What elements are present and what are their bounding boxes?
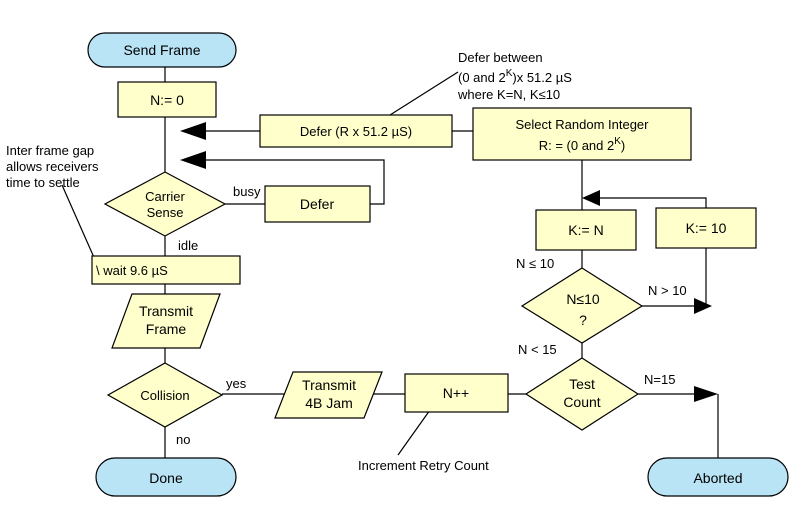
- busy-label: busy: [233, 184, 261, 199]
- n-lt-15-edge-label: N < 15: [518, 342, 557, 357]
- defer-box: Defer: [264, 185, 371, 223]
- transmit-jam-line2: 4B Jam: [305, 395, 352, 411]
- increment-retry-label: Increment Retry Count: [358, 458, 489, 473]
- carrier-sense-decision: Carrier Sense: [103, 171, 227, 237]
- done-terminal: Done: [95, 457, 237, 497]
- defer-between-line2: (0 and 2K)x 51.2 µS: [458, 68, 572, 85]
- n-le-10-line2: ?: [579, 312, 587, 328]
- collision-label: Collision: [140, 388, 189, 403]
- edge-defer-loop: [205, 159, 385, 205]
- leader-interframe: [61, 184, 97, 263]
- defer-r-label: Defer (R x 51.2 µS): [300, 124, 412, 139]
- transmit-frame-line2: Frame: [146, 321, 187, 337]
- k-n-box: K:= N: [535, 209, 637, 251]
- n-init-box: N:= 0: [117, 81, 217, 118]
- edge-k10-to-select: [600, 197, 707, 210]
- carrier-sense-line2: Sense: [147, 205, 184, 220]
- arrowhead-n-eq-15: [694, 386, 718, 402]
- wait-label: \ wait 9.6 µS: [96, 263, 168, 278]
- k-n-label: K:= N: [568, 222, 603, 238]
- interframe-line2: allows receivers: [6, 159, 99, 174]
- send-frame-label: Send Frame: [123, 42, 200, 58]
- test-count-line2: Count: [563, 394, 600, 410]
- defer-between-note: Defer between (0 and 2K)x 51.2 µS where …: [457, 50, 572, 102]
- arrowheads: [180, 122, 718, 402]
- n-le-10-decision: N≤10 ?: [520, 267, 644, 344]
- arrowhead-defer-loop: [180, 151, 206, 169]
- defer-label: Defer: [300, 196, 335, 212]
- n-le-10-line1: N≤10: [566, 291, 600, 307]
- transmit-jam-io: Transmit 4B Jam: [274, 371, 383, 419]
- k-10-box: K:= 10: [655, 207, 757, 249]
- wait-box: \ wait 9.6 µS: [91, 255, 241, 285]
- interframe-line1: Inter frame gap: [6, 143, 94, 158]
- select-random-line2: R: = (0 and 2K): [539, 136, 626, 153]
- defer-r-box: Defer (R x 51.2 µS): [259, 114, 453, 148]
- increment-retry-note: Increment Retry Count: [358, 458, 489, 473]
- defer-between-line1: Defer between: [458, 50, 543, 65]
- arrowhead-defer-r: [180, 122, 206, 140]
- aborted-terminal: Aborted: [647, 457, 789, 497]
- n-le-10-edge-label: N ≤ 10: [516, 256, 554, 271]
- transmit-frame-line1: Transmit: [139, 303, 193, 319]
- n-eq-15-edge-label: N=15: [644, 372, 675, 387]
- aborted-label: Aborted: [693, 470, 742, 486]
- edge-labels: busy idle yes no N ≤ 10 N > 10 N < 15 N=…: [176, 184, 687, 447]
- arrowhead-n-gt-10: [694, 298, 712, 314]
- transmit-jam-line1: Transmit: [302, 377, 356, 393]
- transmit-frame-io: Transmit Frame: [111, 293, 221, 349]
- interframe-gap-note: Inter frame gap allows receivers time to…: [6, 143, 99, 190]
- idle-label: idle: [178, 238, 198, 253]
- arrowhead-k10-to-select: [582, 190, 600, 206]
- no-label: no: [176, 432, 190, 447]
- carrier-sense-line1: Carrier: [145, 189, 185, 204]
- increment-label: N++: [443, 385, 469, 401]
- collision-decision: Collision: [106, 362, 224, 428]
- connectors: [61, 67, 719, 458]
- increment-box: N++: [404, 373, 509, 413]
- n-init-label: N:= 0: [150, 92, 184, 108]
- leader-increment: [397, 409, 431, 456]
- leader-defer-between: [389, 71, 459, 116]
- select-random-box: Select Random Integer R: = (0 and 2K): [472, 107, 692, 161]
- select-random-line1: Select Random Integer: [516, 117, 650, 132]
- test-count-decision: Test Count: [524, 357, 640, 431]
- k-10-label: K:= 10: [686, 220, 727, 236]
- send-frame-terminal: Send Frame: [87, 32, 237, 68]
- interframe-line3: time to settle: [6, 175, 80, 190]
- test-count-line1: Test: [569, 376, 595, 392]
- defer-between-line3: where K=N, K≤10: [457, 87, 560, 102]
- n-gt-10-edge-label: N > 10: [648, 283, 687, 298]
- yes-label: yes: [226, 376, 247, 391]
- done-label: Done: [149, 470, 183, 486]
